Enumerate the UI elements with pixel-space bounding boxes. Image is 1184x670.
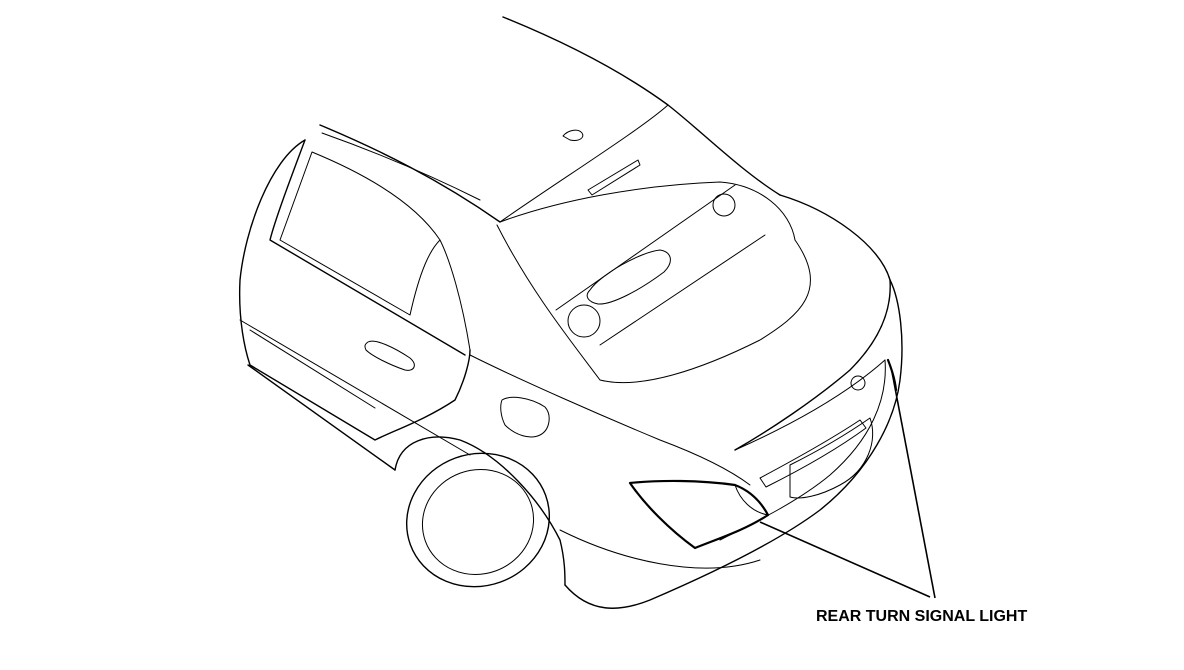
door-window-rear [439, 239, 471, 351]
bumper-lower-line [559, 529, 761, 569]
door-side-molding [249, 329, 376, 409]
roof-edge [502, 16, 781, 196]
shark-fin [562, 129, 584, 141]
door-handle [364, 340, 415, 371]
tail-light-inner [734, 484, 769, 516]
rear-window-edge [499, 104, 669, 223]
parcel-shelf-line [499, 181, 796, 241]
rear-turn-signal-light-label: REAR TURN SIGNAL LIGHT [816, 608, 1028, 625]
license-garnish [759, 419, 867, 488]
speaker-left [567, 304, 601, 338]
wheel-arch [394, 436, 566, 586]
right-turn-signal-marker [886, 358, 898, 392]
rocker-panel [247, 364, 396, 471]
rear-bumper [564, 279, 903, 609]
shelf-rail-1 [555, 184, 736, 311]
quarter-panel-line [469, 354, 751, 486]
c-pillar-inner [321, 132, 481, 201]
rear-window-inner [496, 224, 601, 381]
rear-wheel-rim [421, 469, 535, 575]
door-beltline [239, 319, 471, 456]
leader-line-to-right-light [891, 371, 936, 599]
bumper-inner-line [719, 359, 886, 541]
trunk-lid [734, 194, 891, 451]
license-plate-recess [789, 417, 874, 499]
trunk-lower-edge [734, 359, 886, 451]
leader-line-to-left-light [759, 521, 931, 598]
rear-tire [405, 452, 551, 588]
speaker-right [712, 193, 736, 217]
high-mount-stop-light [587, 159, 641, 196]
rear-turn-signal-light [628, 479, 770, 550]
door-window-glass [279, 151, 441, 316]
fuel-door [500, 396, 550, 438]
shelf-rail-2 [599, 234, 766, 346]
rear-door-outline [238, 139, 471, 441]
trunk-emblem [850, 375, 866, 391]
trunk-front-edge [599, 239, 811, 384]
door-window-frame [269, 139, 466, 356]
center-vent [586, 249, 671, 305]
